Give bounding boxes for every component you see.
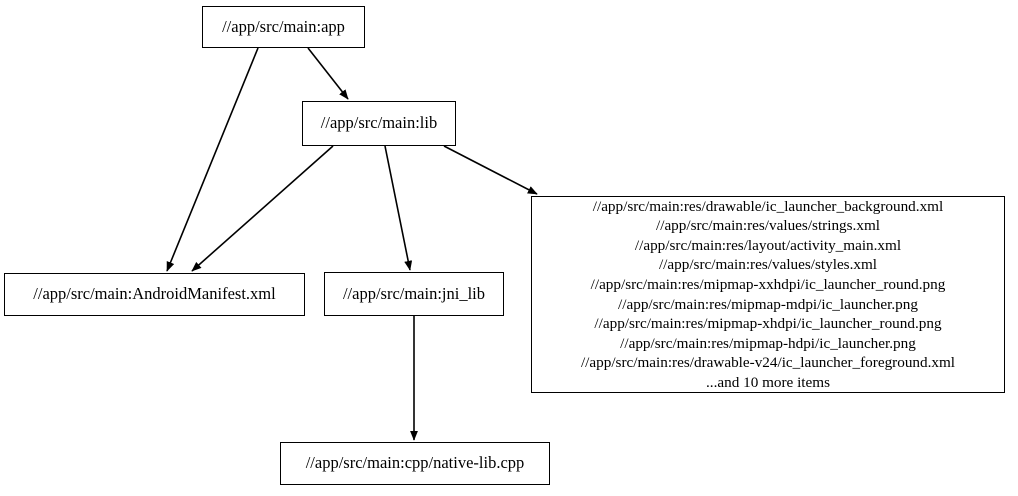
graph-node-lib-label: //app/src/main:lib xyxy=(320,113,438,133)
graph-node-jni-lib-label: //app/src/main:jni_lib xyxy=(342,283,486,303)
edge-lib-to-res xyxy=(443,145,538,195)
graph-node-android-manifest-label: //app/src/main:AndroidManifest.xml xyxy=(33,284,276,304)
graph-node-lib[interactable]: //app/src/main:lib xyxy=(302,101,456,146)
graph-node-res-group[interactable]: //app/src/main:res/drawable/ic_launcher_… xyxy=(531,196,1005,393)
graph-node-native-lib-cpp[interactable]: //app/src/main:cpp/native-lib.cpp xyxy=(280,442,550,485)
graph-node-jni-lib[interactable]: //app/src/main:jni_lib xyxy=(324,272,504,316)
graph-node-native-lib-cpp-label: //app/src/main:cpp/native-lib.cpp xyxy=(305,453,525,473)
graph-node-res-group-label: //app/src/main:res/drawable/ic_launcher_… xyxy=(580,197,956,391)
edge-lib-to-manifest xyxy=(191,145,334,272)
graph-node-app[interactable]: //app/src/main:app xyxy=(202,6,365,48)
edge-app-to-lib xyxy=(307,47,349,100)
graph-node-android-manifest[interactable]: //app/src/main:AndroidManifest.xml xyxy=(4,273,305,316)
graph-node-app-label: //app/src/main:app xyxy=(222,16,345,36)
edge-app-to-manifest xyxy=(166,47,259,272)
edge-lib-to-jni-lib xyxy=(384,145,413,271)
